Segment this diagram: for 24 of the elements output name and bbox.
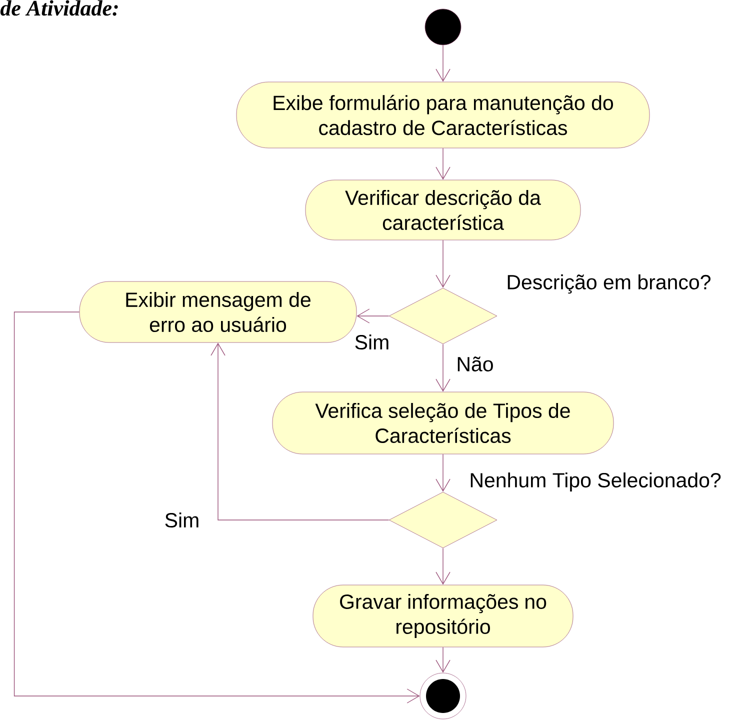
arrow	[14, 312, 420, 704]
condition-label: Descrição em branco?	[508, 274, 710, 294]
arrow	[436, 344, 450, 392]
decision-diamond	[388, 492, 498, 548]
end-node	[420, 672, 466, 720]
arrow	[356, 308, 390, 324]
action-box: Verificar descrição da característica	[305, 180, 581, 240]
decision-diamond	[388, 288, 498, 344]
arrow	[436, 548, 450, 585]
condition-label: Nenhum Tipo Selecionado?	[470, 472, 721, 492]
arrow	[436, 454, 450, 492]
arrow	[436, 148, 450, 180]
action-box: Gravar informações no repositório	[312, 584, 574, 648]
start-node	[424, 8, 462, 46]
action-box: Exibir mensagem de erro ao usuário	[79, 281, 357, 343]
arrow	[436, 240, 450, 288]
action-box: Verifica seleção de Tipos de Características	[272, 392, 614, 454]
heading: de Atividade:	[0, 0, 118, 16]
edge-label: Sim	[163, 511, 201, 529]
edge-label: Não	[455, 356, 495, 372]
action-box: Exibe formulário para manutenção do cadastro de Características	[236, 82, 650, 148]
arrow	[436, 646, 450, 673]
arrow	[436, 44, 450, 82]
arrow	[210, 342, 390, 520]
